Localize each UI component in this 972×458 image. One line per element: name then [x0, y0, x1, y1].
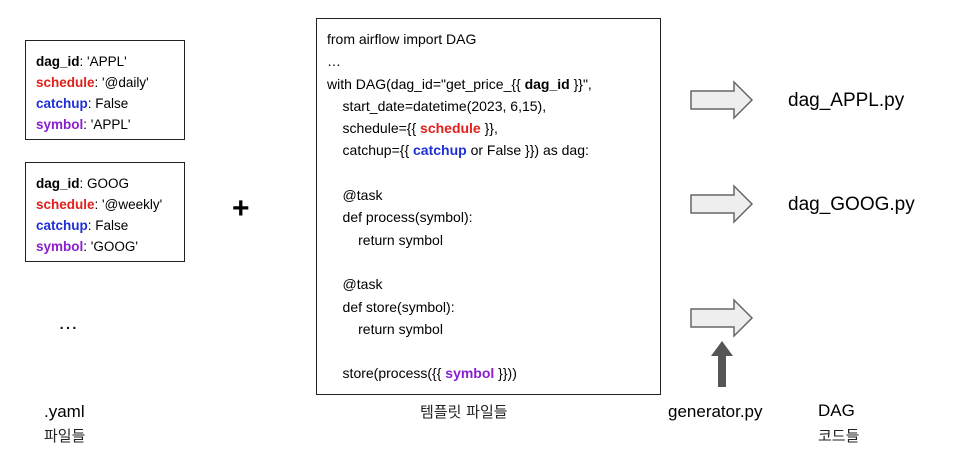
- yaml-row: schedule: '@weekly': [36, 194, 174, 215]
- output-file-appl: dag_APPL.py: [788, 90, 905, 111]
- code-text: }}",: [569, 75, 592, 92]
- yaml-key-dag-id: dag_id: [36, 176, 80, 191]
- yaml-value: : 'APPL': [79, 54, 127, 69]
- yaml-row: symbol: 'APPL': [36, 114, 174, 135]
- code-line: from airflow import DAG: [327, 31, 477, 47]
- yaml-key-schedule: schedule: [36, 197, 95, 212]
- yaml-ellipsis: …: [58, 312, 78, 334]
- code-line: def process(symbol):: [327, 209, 473, 226]
- yaml-row: schedule: '@daily': [36, 72, 174, 93]
- code-text: schedule={{: [327, 120, 421, 137]
- code-text: catchup={{: [327, 142, 414, 159]
- code-text: }},: [480, 120, 498, 137]
- code-line: start_date=datetime(2023, 6,15),: [327, 97, 547, 114]
- placeholder-catchup: catchup: [413, 142, 467, 159]
- yaml-key-symbol: symbol: [36, 239, 84, 254]
- placeholder-schedule: schedule: [420, 120, 481, 137]
- dag-caption-title: DAG: [818, 401, 855, 420]
- code-line: catchup={{ catchup or False }}) as dag:: [327, 139, 660, 161]
- right-arrow-icon: [690, 184, 754, 224]
- code-line: return symbol: [327, 320, 443, 337]
- yaml-value: : '@daily': [94, 75, 149, 90]
- yaml-row: catchup: False: [36, 93, 174, 114]
- yaml-key-dag-id: dag_id: [36, 54, 80, 69]
- code-line: store(process({{ symbol }})): [327, 362, 660, 384]
- output-file-goog: dag_GOOG.py: [788, 194, 915, 215]
- yaml-key-schedule: schedule: [36, 75, 95, 90]
- code-line: …: [327, 53, 341, 70]
- yaml-row: symbol: 'GOOG': [36, 236, 174, 257]
- yaml-box-appl: dag_id: 'APPL' schedule: '@daily' catchu…: [25, 40, 185, 140]
- code-blank-line: [327, 162, 660, 184]
- code-blank-line: [327, 340, 660, 362]
- yaml-value: : False: [87, 96, 129, 111]
- placeholder-dag-id: dag_id: [524, 75, 570, 92]
- code-line: with DAG(dag_id="get_price_{{ dag_id }}"…: [327, 73, 660, 95]
- yaml-value: : 'GOOG': [83, 239, 138, 254]
- code-line: def store(symbol):: [327, 298, 455, 315]
- right-arrow-icon: [690, 298, 754, 338]
- yaml-caption-sub: 파일들: [44, 427, 86, 445]
- code-text: or False }}) as dag:: [466, 142, 589, 159]
- code-line: @task: [327, 187, 383, 204]
- yaml-value: : '@weekly': [94, 197, 163, 212]
- template-code-box: from airflow import DAG … with DAG(dag_i…: [316, 18, 661, 395]
- code-line: return symbol: [327, 231, 443, 248]
- generator-caption: generator.py: [668, 402, 763, 421]
- yaml-row: dag_id: GOOG: [36, 173, 174, 194]
- yaml-value: : GOOG: [79, 176, 130, 191]
- yaml-value: : 'APPL': [83, 117, 131, 132]
- yaml-value: : False: [87, 218, 129, 233]
- code-line: @task: [327, 276, 383, 293]
- code-text: store(process({{: [327, 365, 446, 382]
- yaml-caption-title: .yaml: [44, 402, 85, 421]
- yaml-row: dag_id: 'APPL': [36, 51, 174, 72]
- yaml-key-symbol: symbol: [36, 117, 84, 132]
- generator-up-arrow-icon: [711, 341, 733, 387]
- dag-caption-sub: 코드들: [818, 427, 860, 445]
- placeholder-symbol: symbol: [445, 365, 495, 382]
- yaml-box-goog: dag_id: GOOG schedule: '@weekly' catchup…: [25, 162, 185, 262]
- code-text: with DAG(dag_id="get_price_{{: [327, 75, 525, 92]
- right-arrow-icon: [690, 80, 754, 120]
- template-caption: 템플릿 파일들: [420, 403, 508, 421]
- plus-sign: +: [232, 192, 250, 225]
- code-line: schedule={{ schedule }},: [327, 117, 660, 139]
- yaml-key-catchup: catchup: [36, 218, 88, 233]
- yaml-key-catchup: catchup: [36, 96, 88, 111]
- yaml-row: catchup: False: [36, 215, 174, 236]
- code-text: }})): [494, 365, 517, 382]
- code-blank-line: [327, 251, 660, 273]
